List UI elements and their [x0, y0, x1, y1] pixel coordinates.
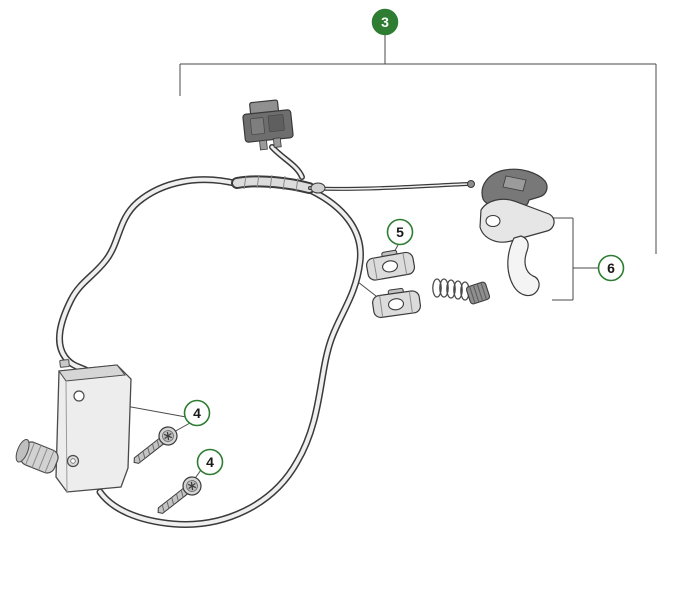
wire-harness-connector — [242, 99, 294, 151]
callout-6-label: 6 — [607, 260, 615, 276]
wire-harness — [55, 144, 475, 528]
screw-lower — [151, 472, 206, 521]
callout-5-label: 5 — [396, 224, 404, 240]
harness-wire-connector-drop — [269, 144, 305, 180]
callout-3[interactable]: 3 — [371, 8, 399, 36]
module-screw-hole — [73, 390, 85, 402]
control-module — [15, 359, 132, 493]
connector-detail — [249, 117, 266, 136]
module-top-face — [58, 364, 126, 382]
callout-3-label: 3 — [381, 14, 389, 30]
spring — [432, 278, 470, 301]
spring-ferrule — [465, 281, 491, 305]
trigger-plate — [479, 198, 555, 243]
callout-5[interactable]: 5 — [386, 218, 414, 246]
connector-pin — [272, 137, 282, 148]
trigger-assembly — [432, 168, 555, 305]
module-boss-hole — [70, 458, 76, 464]
wire-junction — [310, 182, 326, 194]
module-connector-ribs — [25, 442, 55, 473]
module-connector-end — [15, 438, 30, 463]
connector-pin — [259, 139, 268, 151]
callout-4-upper-label: 4 — [193, 405, 201, 421]
module-pin — [59, 359, 70, 368]
sleeve-ribs — [243, 174, 299, 192]
callout-4-upper[interactable]: 4 — [183, 399, 211, 427]
trigger-switch-detail — [502, 175, 527, 192]
trigger-hook — [507, 235, 540, 297]
callout-4-lower[interactable]: 4 — [196, 448, 224, 476]
trigger-plate-hole — [485, 214, 501, 228]
connector-detail — [267, 114, 285, 133]
screw-upper — [127, 422, 182, 471]
cable-terminal — [467, 180, 475, 188]
module-connector — [15, 438, 59, 474]
cable-clip-lower — [370, 285, 422, 319]
module-edge — [65, 380, 68, 493]
harness-wire-main-loop — [96, 187, 364, 528]
harness-wire-to-trigger — [308, 180, 475, 191]
bracket-leader-3 — [179, 35, 657, 254]
callout-4-lower-label: 4 — [206, 454, 214, 470]
callout-6[interactable]: 6 — [597, 254, 625, 282]
harness-wire-left — [55, 176, 242, 376]
corrugated-sleeve — [231, 174, 315, 194]
leader-line-clip — [357, 281, 377, 297]
ferrule-ribs — [469, 282, 487, 304]
bracket-leader-6 — [552, 217, 598, 301]
connector-body — [242, 109, 294, 143]
cable-clip-upper — [364, 246, 417, 282]
